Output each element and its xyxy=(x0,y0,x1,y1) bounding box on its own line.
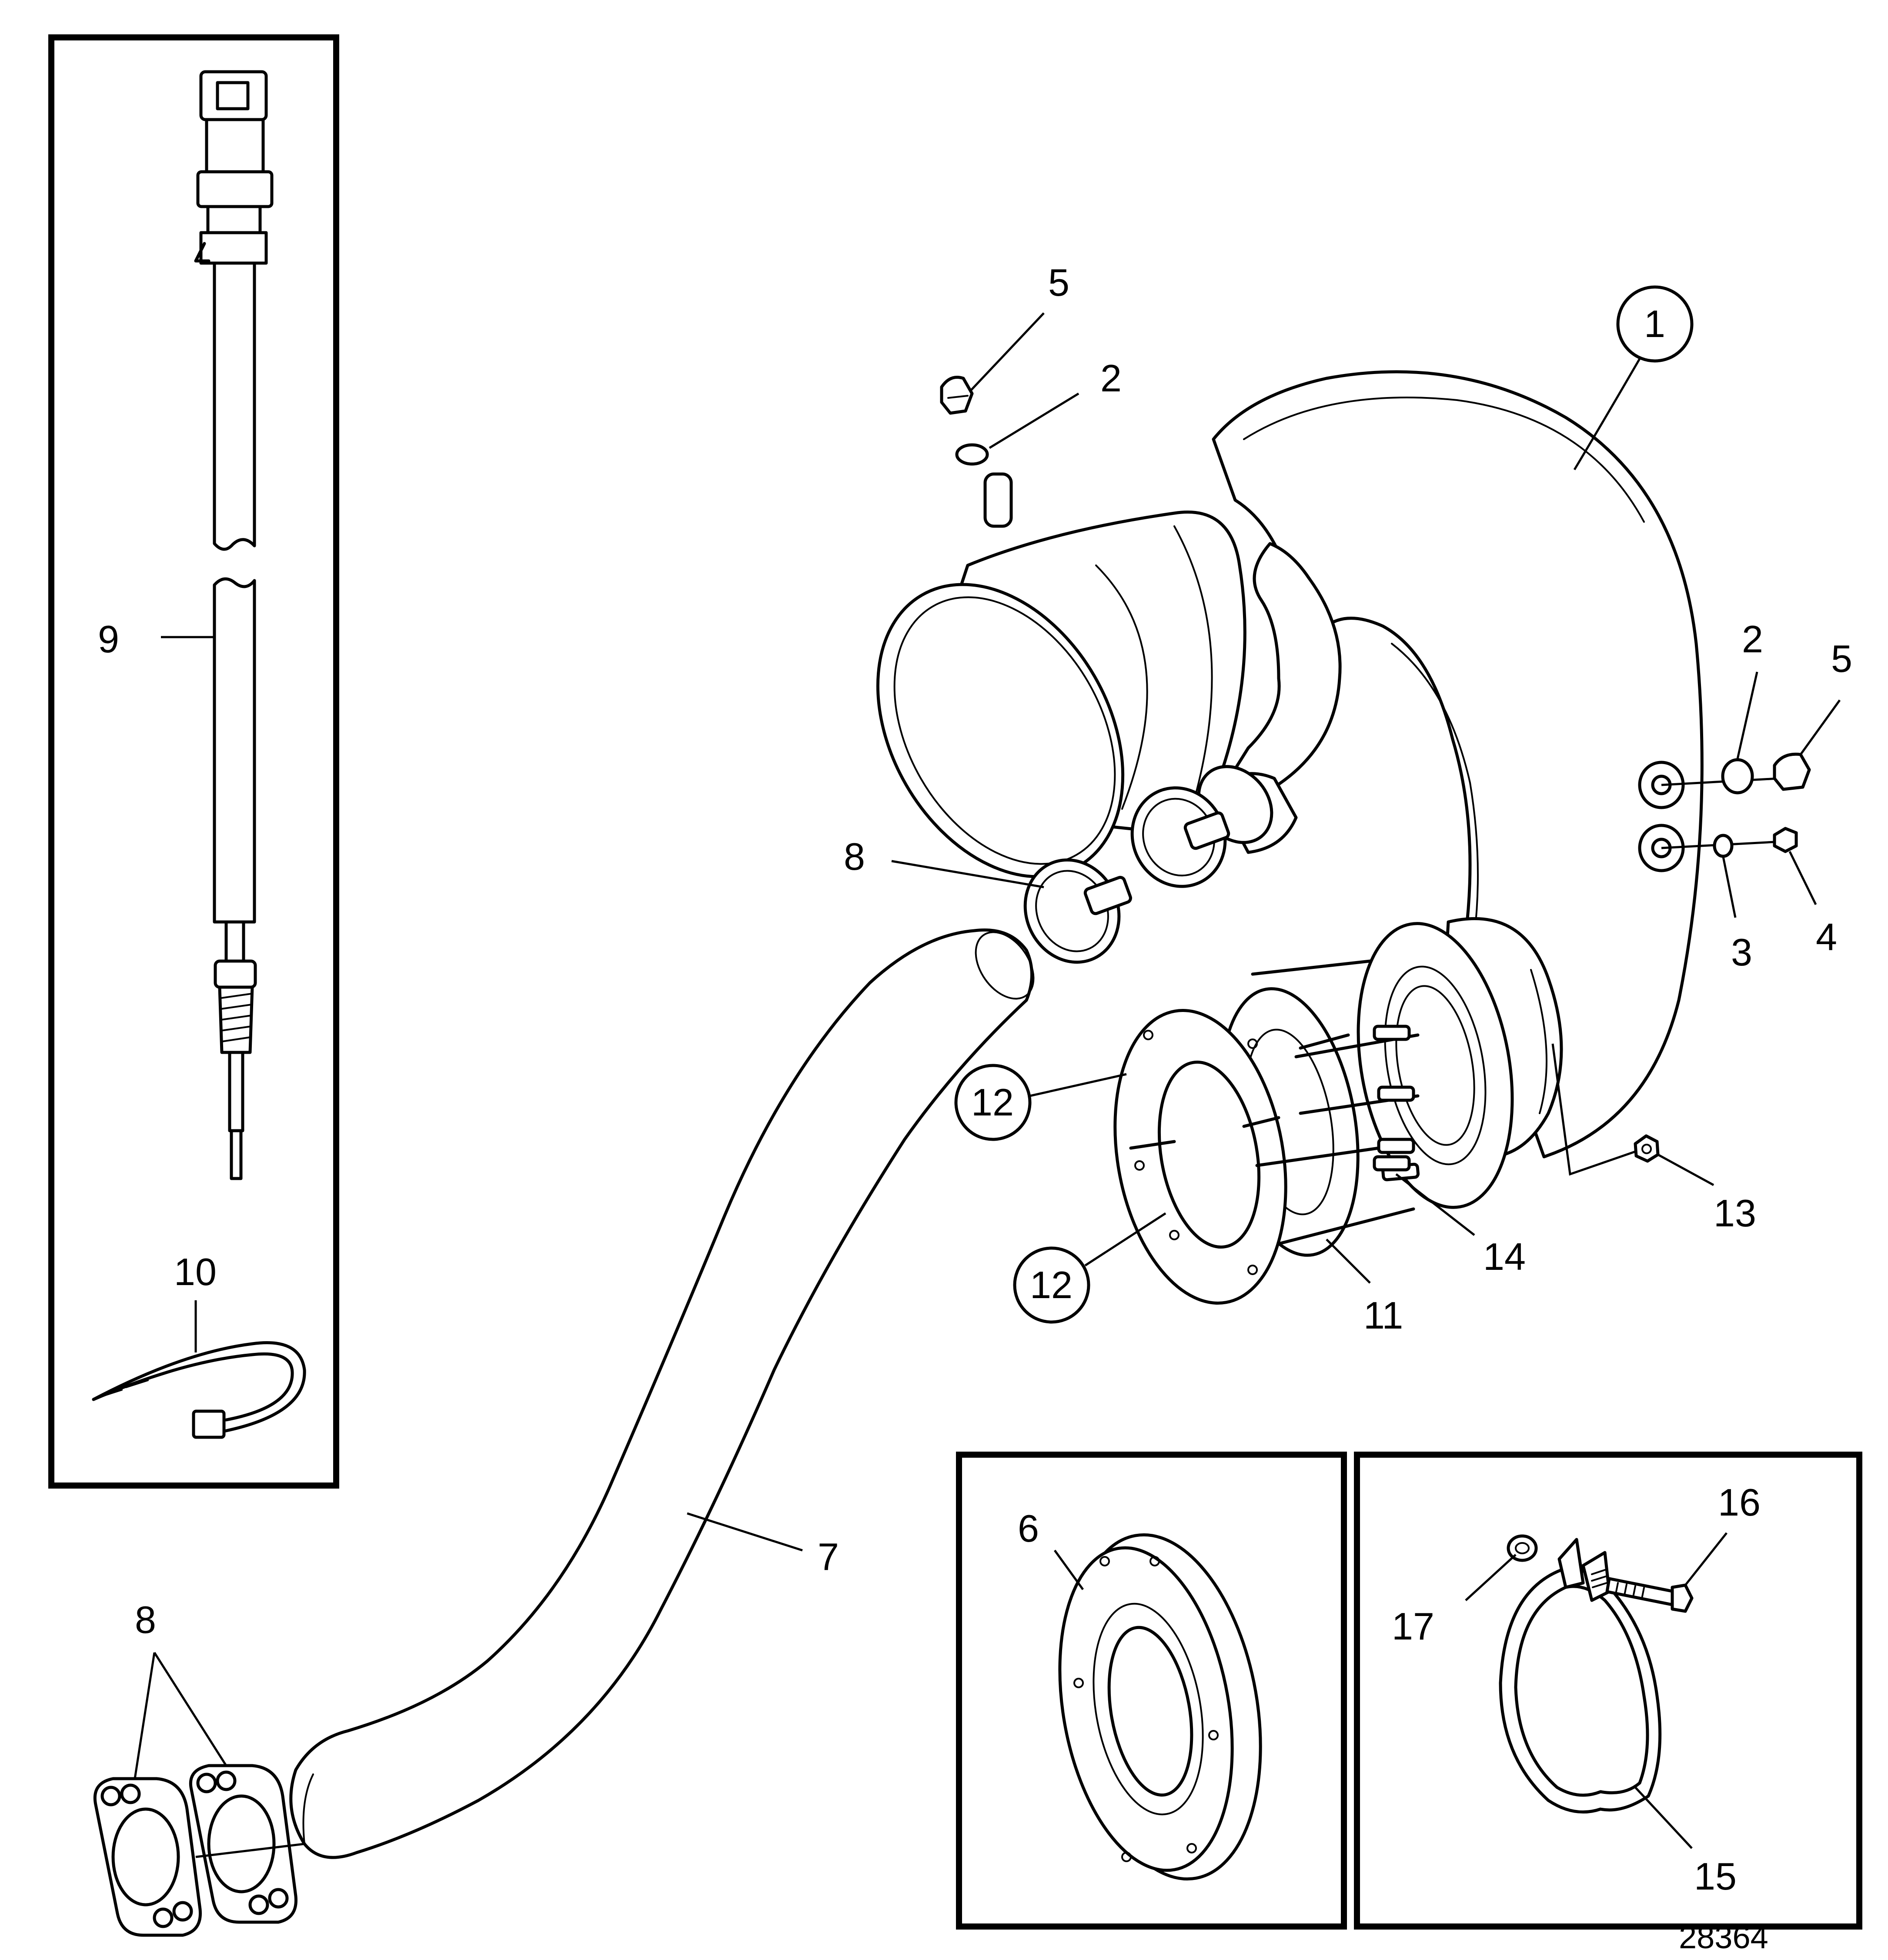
transom-flange-6 xyxy=(1058,1533,1262,1881)
inset-frame-middle xyxy=(956,1452,1347,1930)
leader-12-upper xyxy=(1029,1073,1127,1097)
label-8-bottom: 8 xyxy=(135,1598,156,1641)
label-13: 13 xyxy=(1714,1192,1756,1235)
label-16: 16 xyxy=(1718,1481,1761,1524)
band-clamp-15 xyxy=(1499,1538,1662,1814)
inset-clamp-panel: 16 17 15 xyxy=(1354,1452,1862,1930)
inset-sensor-panel: 9 10 xyxy=(48,34,339,1489)
label-12-upper: 12 xyxy=(971,1081,1014,1124)
inset-frame-right xyxy=(1354,1452,1862,1930)
label-5-top: 5 xyxy=(1048,261,1069,304)
sensor-cable-lower xyxy=(213,577,256,924)
leader-2-side xyxy=(1736,671,1758,759)
hose-flange-rear xyxy=(93,1777,202,1937)
label-1-circle xyxy=(1616,285,1694,363)
label-3: 3 xyxy=(1731,931,1752,974)
label-11: 11 xyxy=(1363,1294,1403,1337)
leader-11 xyxy=(1326,1239,1371,1284)
transom-seal-assembly xyxy=(1113,922,1514,1305)
exhaust-hose xyxy=(289,928,1035,1859)
label-2-side: 2 xyxy=(1742,618,1763,661)
label-12-lower: 12 xyxy=(1030,1263,1073,1306)
hose-clamp-lower xyxy=(1023,858,1132,964)
label-14: 14 xyxy=(1483,1235,1526,1278)
leader-2-top xyxy=(989,392,1079,449)
label-10: 10 xyxy=(174,1250,217,1293)
leader-5-side xyxy=(1799,699,1841,755)
sensor-probe xyxy=(214,920,257,1180)
label-12-upper-circle xyxy=(954,1064,1032,1141)
hose-clamp-upper xyxy=(1130,786,1230,888)
label-4: 4 xyxy=(1816,915,1837,958)
label-17: 17 xyxy=(1392,1605,1434,1648)
leader-15 xyxy=(1634,1786,1693,1849)
leader-12-lower xyxy=(1084,1212,1166,1267)
leader-13-b xyxy=(1657,1153,1714,1186)
label-1: 1 xyxy=(1644,302,1665,345)
label-12-lower-circle xyxy=(1013,1246,1090,1324)
sensor-connector xyxy=(194,70,274,265)
leader-14 xyxy=(1395,1173,1475,1236)
leader-4 xyxy=(1788,851,1817,905)
leader-13-a xyxy=(1551,1043,1636,1176)
drain-plug-top xyxy=(940,376,974,415)
hose-flange-front xyxy=(189,1764,297,1924)
label-9: 9 xyxy=(98,618,119,661)
label-15: 15 xyxy=(1694,1855,1737,1898)
washer-top xyxy=(955,443,989,466)
bolt-16 xyxy=(1605,1577,1694,1613)
label-2-top: 2 xyxy=(1100,357,1122,400)
leader-6 xyxy=(1053,1549,1084,1590)
leader-16 xyxy=(1684,1532,1728,1586)
label-8-top: 8 xyxy=(844,835,865,878)
leader-8-top xyxy=(891,860,1044,888)
inset-frame-left xyxy=(48,34,339,1489)
sensor-cable-upper xyxy=(213,261,256,551)
leader-7 xyxy=(687,1512,803,1552)
studs xyxy=(1251,959,1420,1245)
inset-part6-panel: 6 xyxy=(956,1452,1347,1930)
leader-8-bottom-b xyxy=(153,1652,227,1766)
leader-3 xyxy=(1722,856,1737,918)
leader-1 xyxy=(1573,358,1641,471)
side-plugs xyxy=(1661,752,1811,858)
drawing-number: 28364 xyxy=(1679,1919,1768,1955)
leader-5-top xyxy=(969,312,1045,392)
leader-8-bottom-a xyxy=(134,1652,156,1779)
nut-13 xyxy=(1634,1134,1660,1163)
label-5-side: 5 xyxy=(1831,637,1852,680)
exhaust-elbow xyxy=(876,370,1704,1159)
label-7: 7 xyxy=(818,1535,839,1578)
centerline-flanges xyxy=(195,1843,305,1858)
leader-17 xyxy=(1465,1554,1517,1601)
cable-tie xyxy=(92,1341,306,1439)
label-6: 6 xyxy=(1018,1507,1039,1550)
